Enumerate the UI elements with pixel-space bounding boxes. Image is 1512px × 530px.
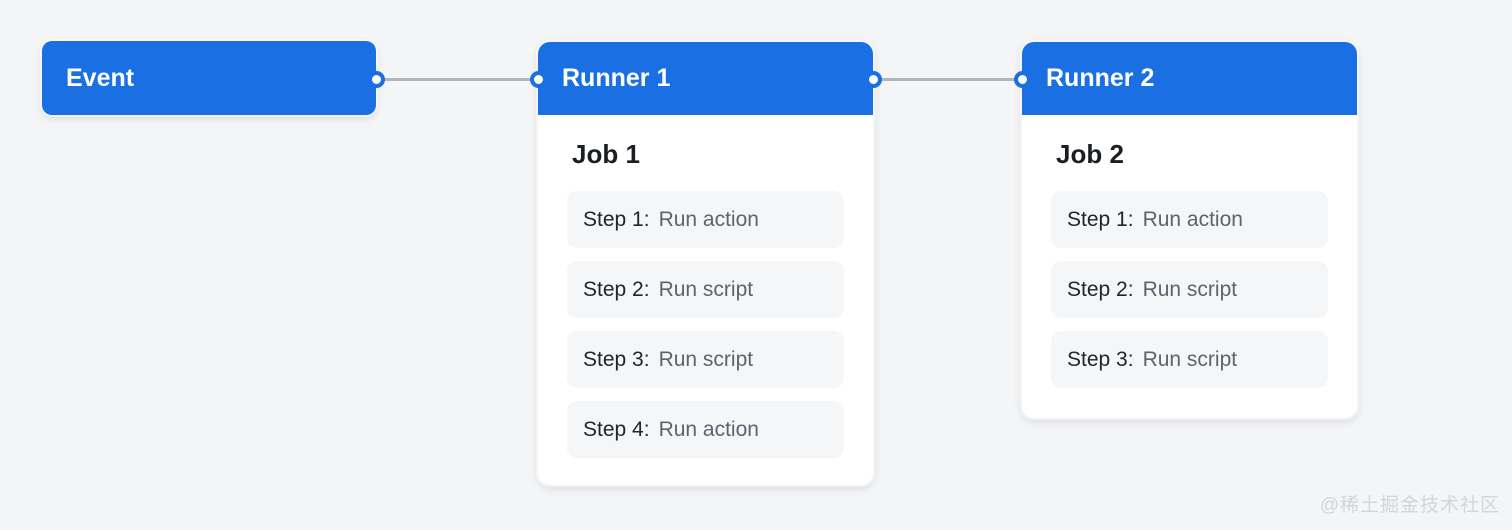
event-label: Event: [66, 63, 135, 92]
runner-2-header: Runner 2: [1022, 42, 1357, 115]
step-action: Run script: [658, 277, 754, 301]
step-label: Step 2:: [583, 277, 650, 301]
runner-2-card: Runner 2 Job 2 Step 1: Run action Step 2…: [1022, 42, 1357, 418]
step-action: Run action: [1142, 207, 1243, 231]
job-2-steps: Step 1: Run action Step 2: Run script St…: [1051, 191, 1328, 388]
connector-line-runner1-runner2: [873, 78, 1022, 81]
connector-port-runner1-in: [530, 71, 547, 88]
connector-port-runner2-in: [1014, 71, 1031, 88]
step-action: Run action: [658, 207, 759, 231]
runner-1-header: Runner 1: [538, 42, 873, 115]
step-item: Step 3: Run script: [1051, 331, 1328, 388]
connector-line-event-runner1: [376, 78, 538, 81]
step-action: Run script: [1142, 347, 1238, 371]
event-node: Event: [42, 41, 376, 115]
runner-1-card: Runner 1 Job 1 Step 1: Run action Step 2…: [538, 42, 873, 485]
step-item: Step 1: Run action: [1051, 191, 1328, 248]
step-label: Step 1:: [583, 207, 650, 231]
runner-1-body: Job 1 Step 1: Run action Step 2: Run scr…: [538, 115, 873, 458]
step-item: Step 1: Run action: [567, 191, 844, 248]
step-item: Step 2: Run script: [567, 261, 844, 318]
connector-port-event-out: [368, 71, 385, 88]
step-action: Run action: [658, 417, 759, 441]
runner-2-title: Runner 2: [1046, 64, 1155, 92]
step-item: Step 4: Run action: [567, 401, 844, 458]
step-label: Step 2:: [1067, 277, 1134, 301]
step-label: Step 4:: [583, 417, 650, 441]
runner-2-body: Job 2 Step 1: Run action Step 2: Run scr…: [1022, 115, 1357, 388]
step-action: Run script: [658, 347, 754, 371]
job-1-title: Job 1: [572, 139, 640, 169]
connector-port-runner1-out: [865, 71, 882, 88]
step-label: Step 1:: [1067, 207, 1134, 231]
step-item: Step 3: Run script: [567, 331, 844, 388]
step-label: Step 3:: [1067, 347, 1134, 371]
job-1-steps: Step 1: Run action Step 2: Run script St…: [567, 191, 844, 458]
step-label: Step 3:: [583, 347, 650, 371]
watermark: @稀土掘金技术社区: [1319, 495, 1500, 516]
job-2-title: Job 2: [1056, 139, 1124, 169]
step-item: Step 2: Run script: [1051, 261, 1328, 318]
runner-1-title: Runner 1: [562, 64, 671, 92]
step-action: Run script: [1142, 277, 1238, 301]
